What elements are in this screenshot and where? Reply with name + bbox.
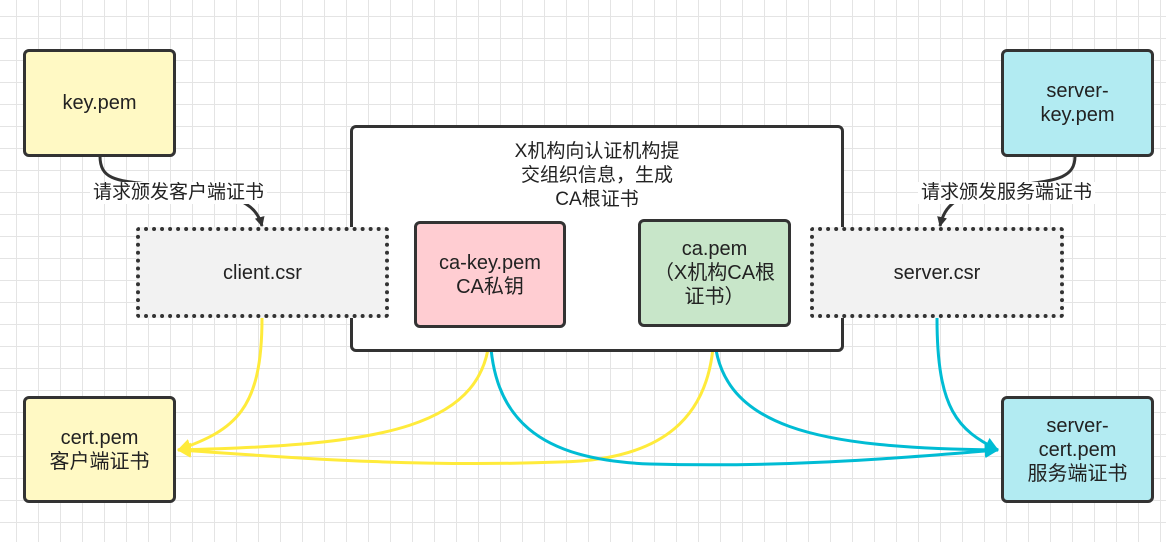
node-label: key.pem bbox=[1040, 104, 1115, 126]
node-label: cert.pem bbox=[1038, 438, 1117, 461]
node-label: key.pem bbox=[62, 92, 137, 114]
client-csr-node[interactable]: client.csr bbox=[136, 227, 389, 318]
server-csr-node[interactable]: server.csr bbox=[810, 227, 1064, 318]
edge-ca-key-to-server-cert bbox=[488, 326, 999, 467]
group-title-line: X机构向认证机构提 bbox=[514, 141, 680, 162]
node-label: server- bbox=[1046, 414, 1109, 437]
edge-ca-to-server-cert bbox=[712, 326, 999, 457]
node-label: （X机构CA根 bbox=[653, 262, 776, 284]
cert-pem-node[interactable]: cert.pem 客户端证书 bbox=[23, 396, 176, 503]
server-cert-pem-node[interactable]: server- cert.pem 服务端证书 bbox=[1001, 396, 1154, 503]
ca-key-pem-node[interactable]: ca-key.pem CA私钥 bbox=[414, 221, 566, 328]
node-label: 证书） bbox=[684, 286, 745, 308]
group-title-line: CA根证书 bbox=[555, 189, 639, 210]
group-title-line: 交组织信息，生成 bbox=[520, 165, 673, 186]
node-label: client.csr bbox=[223, 261, 302, 284]
node-label: cert.pem bbox=[60, 426, 139, 449]
node-label: ca-key.pem bbox=[439, 251, 541, 274]
node-label: 客户端证书 bbox=[49, 450, 150, 473]
edge-ca-key-to-cert bbox=[177, 326, 492, 457]
ca-pem-node[interactable]: ca.pem （X机构CA根 证书） bbox=[638, 219, 791, 327]
edge-server-csr-to-server-cert bbox=[935, 317, 999, 452]
node-label: server- bbox=[1046, 80, 1109, 102]
ca-generation-group-title: X机构向认证机构提 交组织信息，生成 CA根证书 bbox=[350, 140, 844, 212]
edge-ca-to-cert bbox=[177, 326, 716, 466]
node-label: 服务端证书 bbox=[1027, 462, 1128, 485]
client-request-label: 请求颁发客户端证书 bbox=[90, 182, 268, 204]
server-key-pem-node[interactable]: server- key.pem bbox=[1001, 49, 1154, 157]
node-label: ca.pem bbox=[681, 238, 748, 260]
node-label: CA私钥 bbox=[456, 275, 524, 298]
edge-client-csr-to-cert bbox=[177, 317, 264, 453]
node-label: server.csr bbox=[893, 261, 981, 284]
server-request-label: 请求颁发服务端证书 bbox=[918, 182, 1096, 204]
key-pem-node[interactable]: key.pem bbox=[23, 49, 176, 157]
